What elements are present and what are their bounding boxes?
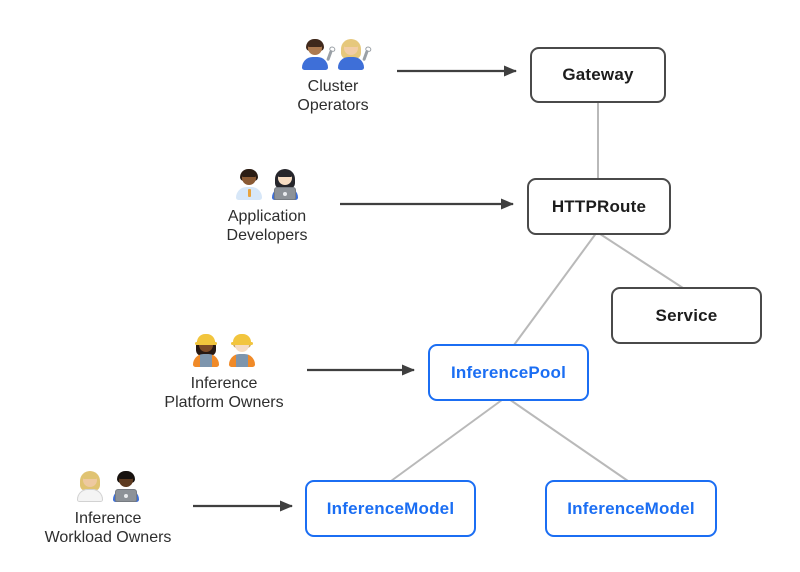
actor-label-inference-workload-owners: Inference Workload Owners	[28, 509, 188, 547]
actor-label-line: Operators	[297, 97, 369, 114]
inference-workload-owners-emoji-row	[28, 468, 188, 502]
node-httproute: HTTPRoute	[527, 178, 671, 235]
inference-platform-owners-emoji-row	[144, 333, 304, 367]
actor-cluster-operators: Cluster Operators	[253, 36, 413, 115]
edge-inferencepool-inferencemodel-2	[505, 396, 629, 482]
actor-label-line: Inference	[74, 510, 142, 527]
node-service: Service	[611, 287, 762, 344]
man-office-worker-emoji	[234, 168, 264, 200]
actor-label-line: Cluster	[307, 78, 359, 95]
woman-technologist-emoji	[270, 168, 300, 200]
actor-label-line: Inference	[190, 375, 258, 392]
node-inference-pool: InferencePool	[428, 344, 589, 401]
application-developers-emoji-row	[187, 166, 347, 200]
health-worker-emoji	[75, 470, 105, 502]
actor-label-line: Workload Owners	[44, 529, 172, 546]
edge-httproute-service	[596, 231, 684, 289]
actor-label-line: Developers	[226, 227, 308, 244]
node-gateway: Gateway	[530, 47, 666, 103]
actor-label-application-developers: Application Developers	[187, 207, 347, 245]
actor-label-inference-platform-owners: Inference Platform Owners	[144, 374, 304, 412]
actor-inference-workload-owners: Inference Workload Owners	[28, 468, 188, 547]
woman-mechanic-emoji	[336, 38, 369, 70]
node-inference-model-2: InferenceModel	[545, 480, 717, 537]
man-technologist-emoji	[111, 470, 141, 502]
node-inference-model-1: InferenceModel	[305, 480, 476, 537]
actor-inference-platform-owners: Inference Platform Owners	[144, 333, 304, 412]
man-construction-worker-emoji	[227, 334, 257, 367]
actor-label-cluster-operators: Cluster Operators	[253, 77, 413, 115]
cluster-operators-emoji-row	[253, 36, 413, 70]
actor-label-line: Application	[227, 208, 307, 225]
man-mechanic-emoji	[300, 38, 333, 70]
edge-inferencepool-inferencemodel-1	[390, 396, 507, 482]
woman-construction-worker-emoji	[191, 334, 221, 367]
actor-application-developers: Application Developers	[187, 166, 347, 245]
edge-httproute-inferencepool	[513, 231, 598, 346]
actor-label-line: Platform Owners	[164, 394, 284, 411]
